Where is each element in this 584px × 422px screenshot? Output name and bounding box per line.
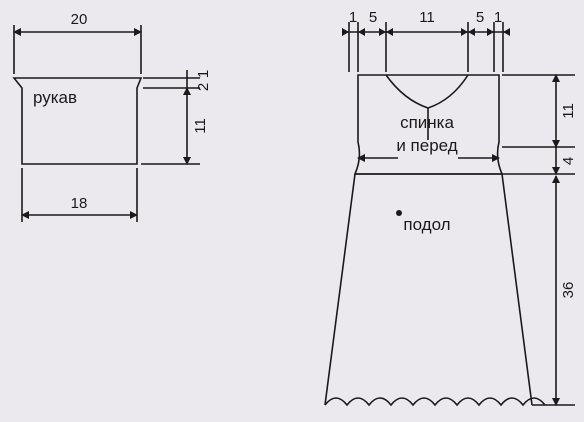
body-name-line2: и перед	[396, 136, 457, 155]
sleeve-width-top-label: 20	[71, 11, 88, 28]
skirt-height-label: 36	[560, 282, 577, 299]
hem-name: подол	[403, 215, 450, 234]
sleeve-width-bottom-label: 18	[71, 195, 88, 212]
skirt-outline	[324, 173, 533, 406]
sleeve-cap-left-label: 2	[195, 83, 212, 91]
sleeve-name: рукав	[33, 88, 77, 107]
top-dim-1: 1	[349, 9, 357, 26]
sleeve-outline	[12, 77, 143, 165]
band-height-label: 4	[560, 157, 577, 165]
top-dim-4: 5	[476, 9, 484, 26]
top-dim-2: 5	[369, 9, 377, 26]
top-dim-5: 1	[494, 9, 502, 26]
scalloped-hem	[324, 397, 546, 407]
hem-marker-dot	[396, 210, 402, 216]
sleeve-height-label: 11	[192, 118, 209, 134]
bodice-height-label: 11	[560, 103, 577, 119]
neckline	[385, 74, 469, 109]
top-dim-3: 11	[419, 9, 435, 26]
sleeve-cap-right-label: 1	[195, 70, 212, 78]
body-name-line1: спинка	[400, 113, 454, 132]
